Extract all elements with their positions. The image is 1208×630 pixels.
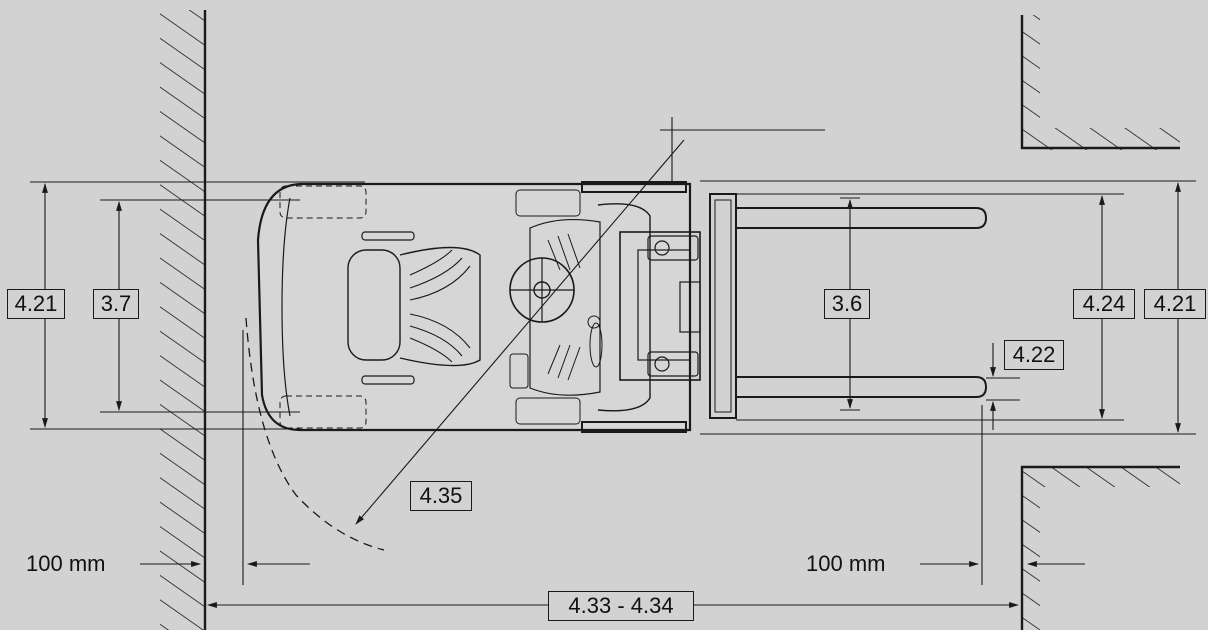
right-top-wall	[1020, 15, 1180, 150]
dimension-lines	[30, 180, 1196, 608]
left-wall	[160, 10, 207, 630]
dim-label-inner-width-left: 3.7	[93, 289, 139, 319]
dim-label-fork-thickness: 4.22	[1004, 340, 1064, 370]
forklift-top-view	[256, 181, 988, 433]
dim-label-outer-width-right: 4.21	[1144, 289, 1206, 319]
dim-label-outer-width-left: 4.21	[7, 289, 65, 319]
turning-radius-arc	[245, 117, 825, 551]
clearance-label-left: 100 mm	[26, 551, 106, 576]
dim-label-carriage-width: 4.24	[1073, 289, 1135, 319]
dim-label-fork-spread: 3.6	[824, 289, 870, 319]
dim-label-turning-radius: 4.35	[410, 481, 472, 511]
right-bottom-wall	[1020, 465, 1180, 630]
dim-label-aisle-width: 4.33 - 4.34	[548, 591, 694, 621]
clearance-label-right: 100 mm	[806, 551, 886, 576]
